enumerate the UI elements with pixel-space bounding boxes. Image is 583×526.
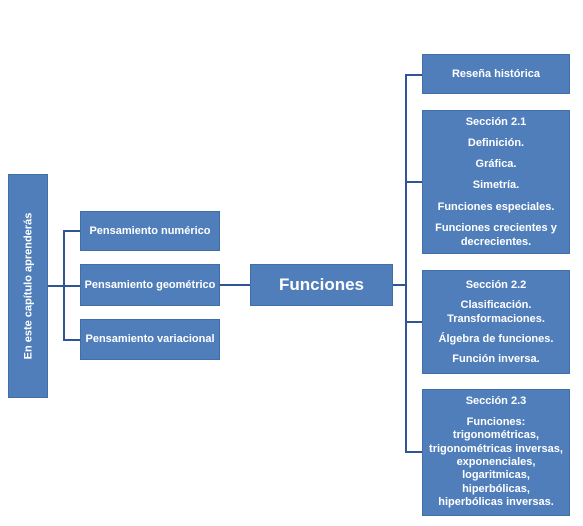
connector-geometrico-to-funciones [220,284,250,286]
node-seccion-2-2: Sección 2.2 Clasificación. Transformacio… [422,270,570,374]
node-funciones: Funciones [250,264,393,306]
section-item: Funciones crecientes y decrecientes. [435,221,557,248]
section-item: Clasificación. [460,298,532,311]
section-item: trigonométricas, [452,429,540,442]
connector-root-to-bracket [48,285,64,287]
section-item: Álgebra de funciones. [438,333,554,346]
connector-to-resena [405,74,422,76]
node-resena-historica: Reseña histórica [422,54,570,94]
connector-to-variacional [63,339,80,341]
node-label: Funciones [278,275,364,295]
section-item: Transformaciones. [447,312,545,325]
section-item: Función inversa. [452,353,540,366]
node-label: Pensamiento variacional [85,333,215,346]
section-item: Funciones especiales. [437,200,555,213]
node-pensamiento-geometrico: Pensamiento geométrico [80,264,220,306]
section-title: Sección 2.2 [465,278,527,291]
node-label: Reseña histórica [451,67,541,80]
section-item: hiperbólicas inversas. [438,496,554,509]
right-bracket-vertical [405,74,407,452]
section-item: Gráfica. [475,158,517,171]
node-seccion-2-3: Sección 2.3 Funciones: trigonométricas, … [422,389,570,516]
connector-to-numerico [63,230,80,232]
root-label: En este capítulo aprenderás [21,212,34,360]
section-title: Sección 2.1 [465,116,527,129]
root-box: En este capítulo aprenderás [8,174,48,398]
node-label: Pensamiento geométrico [84,278,216,291]
connector-to-sec23 [405,451,422,453]
node-seccion-2-1: Sección 2.1 Definición. Gráfica. Simetrí… [422,110,570,254]
section-item: Simetría. [472,179,520,192]
section-item: Funciones: [466,415,526,428]
section-title: Sección 2.3 [465,395,527,408]
connector-to-geometrico [63,285,80,287]
connector-funciones-to-bracket [393,284,406,286]
node-label: Pensamiento numérico [89,224,211,237]
node-pensamiento-numerico: Pensamiento numérico [80,211,220,251]
section-item: logaritmicas, hiperbólicas, [462,469,530,495]
section-item: Definición. [467,137,525,150]
connector-to-sec22 [405,321,422,323]
section-item: trigonométricas inversas, [429,442,563,455]
section-item: exponenciales, [456,456,536,468]
node-pensamiento-variacional: Pensamiento variacional [80,319,220,360]
connector-to-sec21 [405,181,422,183]
